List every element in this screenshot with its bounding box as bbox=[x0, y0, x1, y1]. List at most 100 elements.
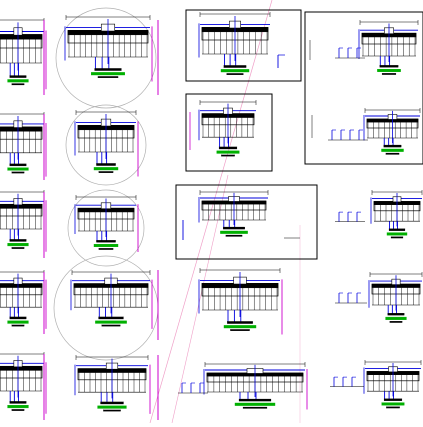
caption-title bbox=[9, 239, 27, 242]
caption-title bbox=[388, 228, 406, 231]
caption-scale bbox=[103, 409, 121, 412]
elevation-view bbox=[74, 355, 151, 414]
caption-underline bbox=[7, 79, 29, 83]
caption-scale bbox=[390, 236, 404, 239]
elevation-view bbox=[370, 190, 423, 239]
caption-underline bbox=[7, 320, 29, 324]
profile-view bbox=[178, 382, 208, 394]
view-frame bbox=[185, 9, 302, 82]
caption-underline bbox=[216, 150, 240, 154]
caption-scale bbox=[97, 76, 119, 79]
elevation-view bbox=[368, 272, 423, 323]
caption-scale bbox=[381, 73, 397, 75]
caption-title bbox=[100, 401, 124, 405]
circle-marker bbox=[67, 189, 145, 267]
caption-title bbox=[223, 65, 247, 68]
caption-underline bbox=[90, 72, 125, 76]
elevation-view bbox=[70, 270, 153, 329]
caption-underline bbox=[93, 167, 119, 171]
caption-title bbox=[379, 65, 399, 68]
elevation-view bbox=[0, 352, 47, 414]
elevation-view bbox=[0, 270, 47, 329]
caption-scale bbox=[11, 409, 25, 411]
circle-markers bbox=[53, 7, 159, 361]
caption-underline bbox=[223, 325, 257, 329]
caption-scale bbox=[11, 247, 25, 249]
guide-line bbox=[171, 174, 229, 424]
caption-scale bbox=[221, 154, 235, 157]
caption-title bbox=[9, 401, 27, 404]
framed-view-details bbox=[182, 40, 313, 240]
elevation-view bbox=[363, 108, 421, 155]
elevation-view bbox=[203, 362, 308, 410]
elevation-view bbox=[198, 268, 283, 335]
profile-view bbox=[328, 129, 368, 141]
caption-scale bbox=[98, 248, 114, 250]
circle-marker bbox=[53, 255, 159, 361]
caption-underline bbox=[220, 230, 248, 234]
caption-title bbox=[94, 68, 122, 71]
caption-scale bbox=[389, 321, 403, 323]
caption-scale bbox=[225, 234, 243, 237]
caption-title bbox=[98, 316, 124, 320]
caption-scale bbox=[11, 83, 25, 86]
elevation-view bbox=[363, 360, 422, 409]
guide-line bbox=[149, 0, 273, 424]
elevation-view bbox=[198, 190, 269, 237]
elevation-view bbox=[0, 190, 47, 252]
circle-marker bbox=[55, 7, 157, 109]
caption-underline bbox=[381, 402, 405, 406]
circle-marker bbox=[65, 104, 147, 186]
elevation-view bbox=[0, 18, 47, 90]
caption-title bbox=[383, 398, 403, 401]
caption-title bbox=[9, 75, 27, 78]
caption-underline bbox=[386, 232, 408, 236]
caption-underline bbox=[7, 243, 29, 247]
profile-view bbox=[335, 211, 365, 222]
caption-scale bbox=[11, 171, 25, 174]
elevation-view bbox=[64, 15, 153, 82]
caption-underline bbox=[93, 243, 119, 247]
caption-title bbox=[96, 240, 116, 243]
caption-scale bbox=[242, 406, 268, 409]
caption-underline bbox=[7, 405, 29, 409]
elevation-view bbox=[198, 100, 257, 157]
view-frame bbox=[185, 93, 273, 172]
caption-underline bbox=[220, 69, 250, 73]
caption-scale bbox=[101, 324, 121, 327]
view-frames bbox=[175, 9, 423, 260]
elevation-view bbox=[198, 12, 271, 76]
caption-scale bbox=[226, 73, 244, 76]
caption-underline bbox=[234, 402, 276, 406]
profile-view bbox=[335, 47, 365, 59]
caption-underline bbox=[377, 68, 401, 72]
caption-underline bbox=[385, 316, 407, 320]
view-frame bbox=[175, 184, 318, 260]
caption-scale bbox=[11, 324, 25, 327]
caption-title bbox=[387, 313, 405, 316]
caption-scale bbox=[386, 406, 400, 409]
caption-title bbox=[218, 146, 238, 150]
caption-underline bbox=[381, 148, 404, 152]
caption-title bbox=[9, 316, 27, 320]
caption-underline bbox=[95, 320, 127, 324]
view-frame bbox=[304, 11, 423, 165]
elevation-view bbox=[0, 112, 47, 177]
caption-scale bbox=[98, 171, 114, 173]
caption-title bbox=[223, 226, 245, 230]
caption-scale bbox=[385, 152, 400, 155]
caption-title bbox=[96, 163, 116, 166]
caption-title bbox=[238, 398, 272, 402]
caption-title bbox=[9, 163, 27, 167]
caption-scale bbox=[230, 329, 250, 331]
caption-underline bbox=[7, 167, 29, 171]
elevation-view bbox=[74, 110, 139, 177]
caption-title bbox=[383, 144, 402, 148]
profile-view bbox=[330, 376, 364, 387]
caption-title bbox=[227, 321, 253, 324]
guide-lines bbox=[149, 0, 301, 424]
elevation-view bbox=[74, 195, 139, 252]
caption-underline bbox=[97, 405, 127, 409]
